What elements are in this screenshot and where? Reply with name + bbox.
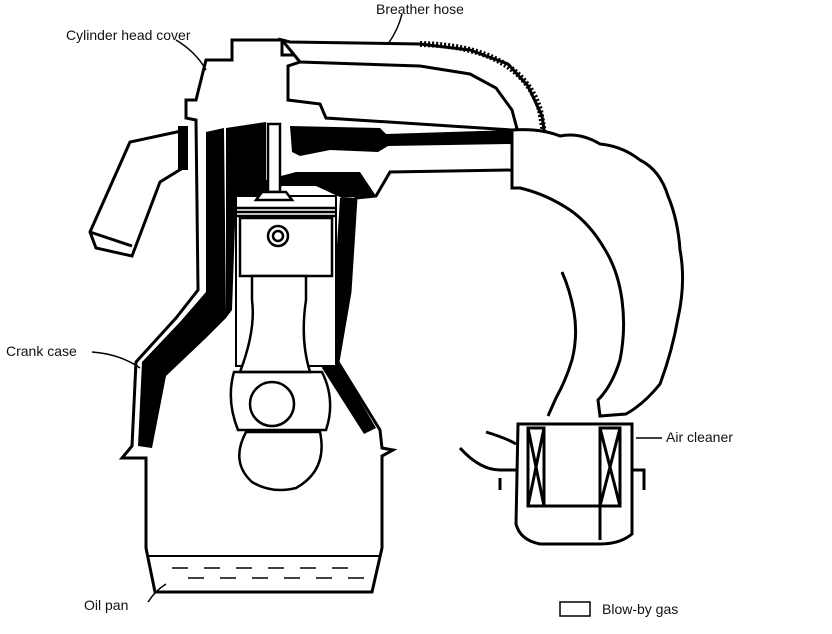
- head-passage-wall: [290, 126, 512, 156]
- legend-blow-by-gas: Blow-by gas: [602, 601, 678, 617]
- crank-case-wall-left: [138, 128, 226, 448]
- legend-swatch: [559, 601, 591, 617]
- label-cylinder-head-cover: Cylinder head cover: [66, 27, 191, 43]
- intake-tube: [510, 128, 685, 418]
- leader-lines: [91, 13, 662, 603]
- legend: Blow-by gas: [559, 601, 678, 617]
- label-crank-case: Crank case: [6, 343, 77, 359]
- manifold-pipe: [88, 128, 188, 258]
- piston-assembly: [229, 122, 336, 492]
- cylinder-head-block: [226, 122, 376, 318]
- label-oil-pan: Oil pan: [84, 597, 128, 613]
- label-air-cleaner: Air cleaner: [666, 429, 733, 445]
- air-cleaner: [458, 422, 646, 546]
- crank-case-wall-right: [322, 198, 376, 434]
- oil-pan: [148, 555, 380, 579]
- breather-hose: [419, 41, 549, 145]
- label-breather-hose: Breather hose: [376, 1, 464, 17]
- pipe-flange: [178, 126, 188, 170]
